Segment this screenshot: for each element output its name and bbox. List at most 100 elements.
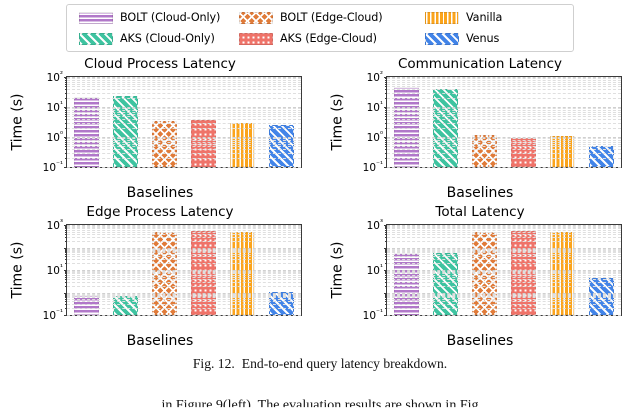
grid-line-minor xyxy=(67,294,301,296)
y-tick-mark-minor xyxy=(384,86,387,88)
y-tick-mark-minor xyxy=(64,293,67,295)
y-tick-mark xyxy=(383,137,387,138)
y-tick-mark-minor xyxy=(64,236,67,238)
y-tick-mark-minor xyxy=(384,81,387,83)
grid-line-minor xyxy=(387,236,621,238)
grid-line-minor xyxy=(67,118,301,120)
grid-line xyxy=(387,137,621,138)
y-tick-mark xyxy=(383,77,387,78)
y-tick-mark-minor xyxy=(384,122,387,124)
grid-line-minor xyxy=(67,250,301,252)
y-tick-mark-minor xyxy=(384,250,387,252)
y-tick-mark-minor xyxy=(384,285,387,287)
figure-legend: BOLT (Cloud-Only) BOLT (Edge-Cloud) Vani… xyxy=(66,4,574,52)
y-tick-mark-minor xyxy=(384,276,387,278)
grid-line-minor xyxy=(67,272,301,274)
y-tick-mark-minor xyxy=(64,273,67,275)
y-tick-mark-minor xyxy=(64,259,67,261)
y-tick-mark-minor xyxy=(64,127,67,129)
grid-line xyxy=(67,315,301,316)
y-tick-mark-minor xyxy=(64,118,67,120)
grid-line-minor xyxy=(67,263,301,265)
bar-aks_cloud_only xyxy=(113,295,138,315)
grid-line-minor xyxy=(387,233,621,235)
grid-line xyxy=(387,225,621,226)
grid-line-minor xyxy=(67,81,301,83)
y-tick-mark-minor xyxy=(384,308,387,310)
grid-line-minor xyxy=(67,278,301,280)
grid-line-minor xyxy=(387,259,621,261)
y-tick-mark xyxy=(63,77,67,78)
grid-line-minor xyxy=(387,254,621,256)
grid-line-minor xyxy=(387,301,621,303)
y-tick-mark-minor xyxy=(64,88,67,90)
y-tick-mark xyxy=(383,107,387,108)
y-tick-mark-minor xyxy=(64,116,67,118)
legend-label-bolt-edge-cloud: BOLT (Edge-Cloud) xyxy=(280,11,383,24)
grid-line-minor xyxy=(67,295,301,297)
y-tick-mark-minor xyxy=(64,111,67,113)
y-tick-mark-minor xyxy=(384,259,387,261)
grid-line-minor xyxy=(67,108,301,110)
legend-swatch-vanilla xyxy=(425,11,459,24)
y-tick-mark-minor xyxy=(384,88,387,90)
grid-line-minor xyxy=(387,256,621,258)
grid-line-minor xyxy=(67,88,301,90)
y-tick-mark xyxy=(383,315,387,316)
grid-line-minor xyxy=(387,152,621,154)
y-tick-mark-minor xyxy=(64,233,67,235)
y-tick-mark-minor xyxy=(64,240,67,242)
y-tick-mark-minor xyxy=(64,231,67,233)
y-tick-mark-minor xyxy=(384,233,387,235)
y-tick-label: 10⁻¹ xyxy=(42,307,63,322)
bar-bolt_cloud_only xyxy=(74,96,99,167)
bar-vanilla xyxy=(550,136,575,167)
y-tick-mark-minor xyxy=(384,295,387,297)
grid-line-minor xyxy=(67,231,301,233)
grid-line-minor xyxy=(387,78,621,80)
y-tick-mark-minor xyxy=(384,294,387,296)
y-tick-label: 10³ xyxy=(366,217,383,232)
y-tick-label: 10¹ xyxy=(366,262,383,277)
grid-line-minor xyxy=(387,88,621,90)
grid-line-minor xyxy=(387,143,621,145)
grid-line-minor xyxy=(67,301,301,303)
y-tick-mark-minor xyxy=(384,78,387,80)
subplot-title: Cloud Process Latency xyxy=(84,56,236,72)
y-tick-label: 10⁻¹ xyxy=(362,307,383,322)
body-text-fragment: in Figure 9(left). The evaluation result… xyxy=(161,398,479,413)
grid-line xyxy=(67,247,301,249)
x-axis-label: Baselines xyxy=(446,333,514,349)
y-tick-mark-minor xyxy=(384,236,387,238)
y-tick-mark xyxy=(63,247,67,249)
grid-line-minor xyxy=(67,297,301,299)
grid-line xyxy=(67,77,301,78)
grid-line-minor xyxy=(67,233,301,235)
y-tick-label: 10⁻¹ xyxy=(362,159,383,174)
y-tick-mark-minor xyxy=(64,263,67,265)
bar-group xyxy=(387,77,621,167)
y-tick-mark-minor xyxy=(64,83,67,85)
grid-line-minor xyxy=(387,97,621,99)
grid-line xyxy=(67,107,301,108)
legend-label-aks-edge-cloud: AKS (Edge-Cloud) xyxy=(280,32,377,45)
grid-line-minor xyxy=(387,278,621,280)
y-tick-mark-minor xyxy=(64,304,67,306)
y-tick-mark-minor xyxy=(64,249,67,251)
subplot-title: Total Latency xyxy=(435,204,525,220)
grid-line-minor xyxy=(67,308,301,310)
grid-line-minor xyxy=(387,122,621,124)
y-tick-mark-minor xyxy=(64,139,67,141)
grid-line-minor xyxy=(67,148,301,150)
grid-line-minor xyxy=(387,116,621,118)
grid-line-minor xyxy=(67,141,301,143)
legend-label-aks-cloud-only: AKS (Cloud-Only) xyxy=(120,32,215,45)
y-tick-mark-minor xyxy=(384,304,387,306)
y-tick-label: 10¹ xyxy=(366,99,383,114)
y-tick-mark-minor xyxy=(64,256,67,258)
legend-entry-aks-cloud-only: AKS (Cloud-Only) xyxy=(71,32,231,45)
grid-line-minor xyxy=(387,304,621,306)
grid-line-minor xyxy=(67,92,301,94)
grid-line-minor xyxy=(67,139,301,141)
